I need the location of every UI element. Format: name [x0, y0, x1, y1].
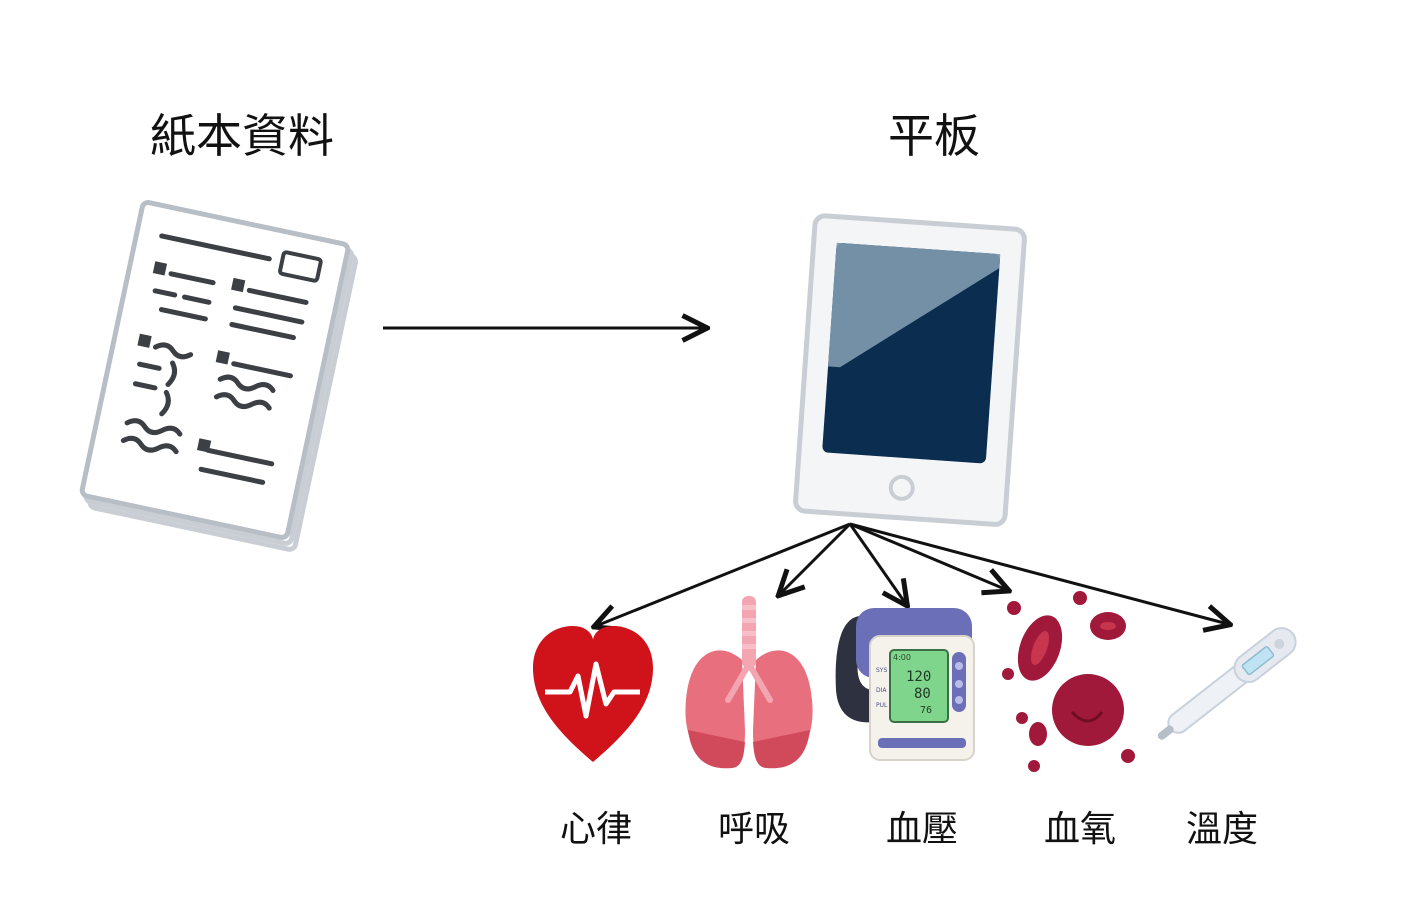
blood-oxygen-label: 血氧: [1044, 809, 1117, 850]
heart-rate-label: 心律: [560, 809, 633, 850]
svg-text:DIA: DIA: [876, 687, 887, 694]
tablet-icon: [793, 213, 1027, 527]
paper-records-title: 紙本資料: [150, 109, 334, 163]
lungs-icon: [685, 596, 813, 769]
arrow-to-heart: [596, 522, 851, 626]
temperature-label: 溫度: [1186, 809, 1259, 850]
paper-documents-icon: [79, 200, 358, 552]
thermometer-icon: [1157, 627, 1297, 740]
arrow-to-monitor: [848, 523, 906, 604]
monitor-pul-value: 76: [920, 705, 932, 716]
svg-text:4:00: 4:00: [893, 653, 911, 662]
arrow-to-cells: [849, 522, 1007, 590]
monitor-sys-value: 120: [906, 669, 931, 685]
svg-text:SYS: SYS: [876, 667, 887, 674]
tablet-title: 平板: [888, 109, 980, 163]
heart-icon: [533, 626, 653, 762]
blood-cells-icon: [1002, 591, 1135, 772]
blood-pressure-monitor-icon: 4:00 120 80 76 SYS DIA PUL: [835, 608, 975, 761]
blood-pressure-label: 血壓: [886, 809, 959, 850]
svg-text:PUL: PUL: [876, 702, 888, 709]
arrow-to-thermometer: [849, 522, 1228, 624]
respiration-label: 呼吸: [718, 809, 791, 850]
monitor-dia-value: 80: [914, 686, 931, 702]
branch-arrows: [596, 522, 1228, 626]
arrow-to-lungs: [780, 522, 852, 594]
